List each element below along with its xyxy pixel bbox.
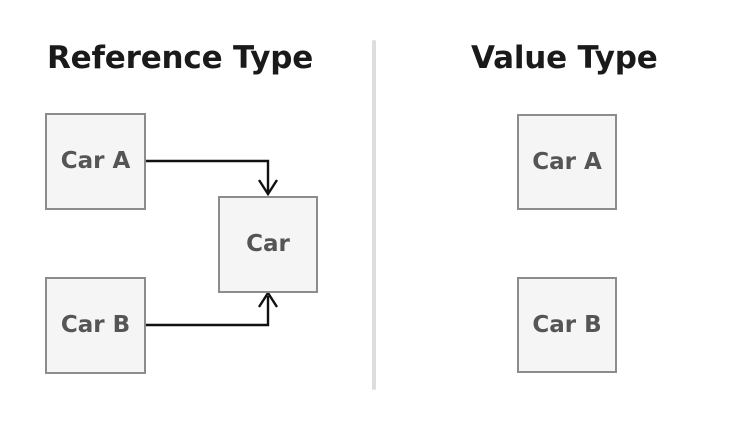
node-label: Car A	[60, 148, 131, 174]
node-box-value-car-b[interactable]: Car B	[517, 277, 617, 373]
node-label: Car A	[532, 148, 602, 175]
node-label: Car B	[532, 311, 602, 338]
edge-car-b-to-car	[146, 290, 279, 327]
node-box-reference-car-b[interactable]: Car B	[45, 277, 146, 374]
panel-divider	[372, 40, 376, 390]
node-label: Car	[246, 231, 290, 257]
value-type-title: Value Type	[471, 40, 658, 76]
node-box-reference-car-a[interactable]: Car A	[45, 113, 146, 210]
node-box-value-car-a[interactable]: Car A	[517, 114, 617, 210]
node-label: Car B	[60, 312, 131, 338]
reference-type-title: Reference Type	[47, 40, 314, 76]
node-box-reference-car[interactable]: Car	[218, 196, 318, 293]
arrowhead-down-icon	[257, 179, 279, 197]
edge-car-a-to-car	[146, 159, 279, 197]
arrowhead-up-icon	[257, 290, 279, 308]
